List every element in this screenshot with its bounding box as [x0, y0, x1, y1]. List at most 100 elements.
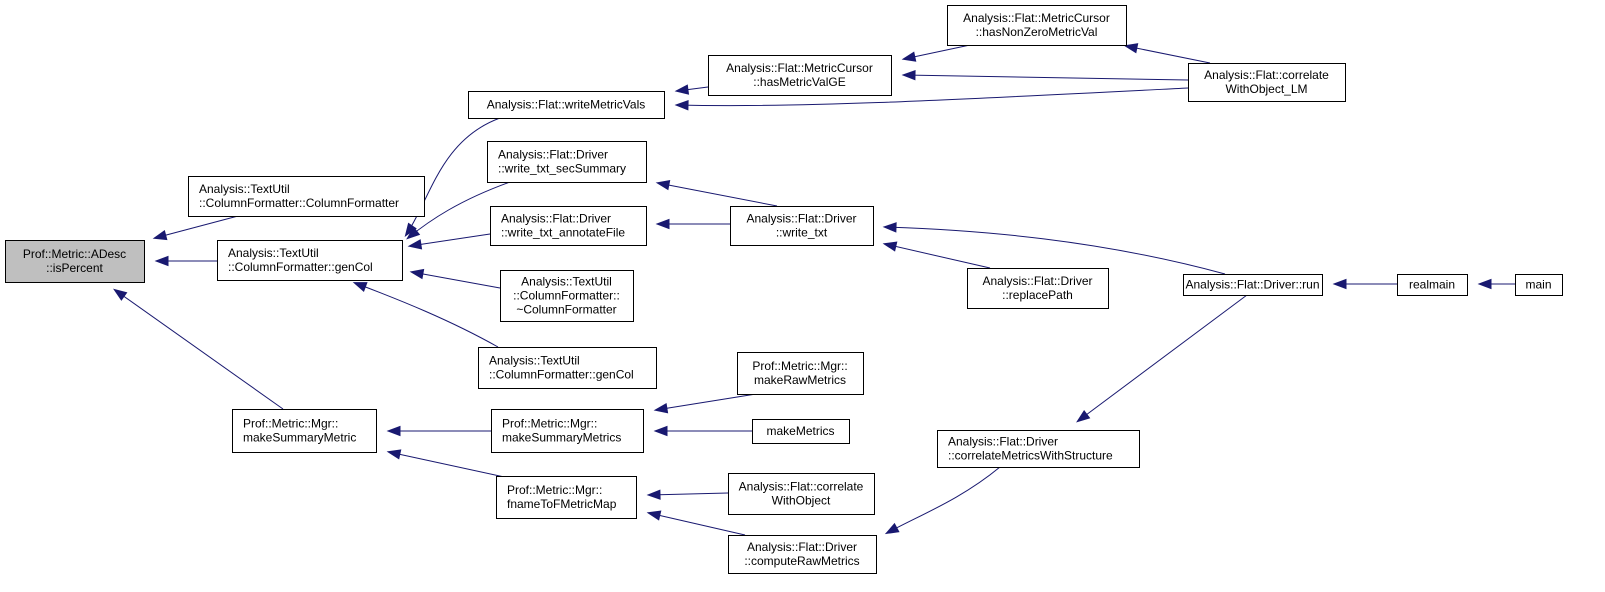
node-label: Analysis::Flat::Driver [501, 212, 611, 226]
node-label: Analysis::Flat::Driver [498, 148, 608, 162]
arrowhead-icon [406, 226, 421, 240]
arrowhead-icon [653, 403, 669, 414]
node-box [487, 141, 647, 183]
edge-correlateMetricsWithStructure-to-computeRawMetrics [884, 466, 1001, 535]
edge-run-to-writeTxt [882, 222, 1226, 275]
node-label: WithObject [772, 494, 831, 508]
edge-run-to-correlateMetricsWithStructure [1076, 294, 1248, 423]
node-replacePath[interactable]: Analysis::Flat::Driver::replacePath [967, 268, 1109, 309]
node-box [217, 240, 403, 281]
arrowhead-icon [884, 522, 900, 535]
node-makeSummaryMetric[interactable]: Prof::Metric::Mgr::makeSummaryMetric [232, 409, 377, 453]
node-makeSummaryMetrics[interactable]: Prof::Metric::Mgr::makeSummaryMetrics [491, 409, 644, 453]
node-genColB[interactable]: Analysis::TextUtil::ColumnFormatter::gen… [478, 347, 657, 389]
arrowhead-icon [655, 218, 670, 230]
edge-genColA-to-isPercent [154, 255, 217, 267]
arrowhead-icon [901, 69, 916, 81]
node-label: Analysis::Flat::correlate [739, 480, 864, 494]
node-label: ::write_txt_secSummary [498, 162, 626, 176]
node-cfDtor[interactable]: Analysis::TextUtil::ColumnFormatter::~Co… [500, 270, 634, 322]
edge-makeSummaryMetrics-to-makeSummaryMetric [386, 425, 491, 437]
edge-line [114, 289, 284, 410]
node-label: ::correlateMetricsWithStructure [948, 449, 1113, 463]
edge-annotateFile-to-genColA [407, 233, 491, 250]
node-box [1188, 63, 1346, 102]
node-computeRawMetrics[interactable]: Analysis::Flat::Driver::computeRawMetric… [728, 535, 877, 574]
edge-line [903, 74, 1189, 81]
edge-line [655, 393, 757, 411]
node-box [967, 268, 1109, 309]
edge-line [648, 512, 746, 536]
node-hasNonZeroMetricVal[interactable]: Analysis::Flat::MetricCursor::hasNonZero… [947, 5, 1127, 46]
edge-makeRawMetrics-to-makeSummaryMetrics [653, 393, 757, 414]
edge-line [405, 117, 501, 236]
node-label: Prof::Metric::Mgr:: [507, 483, 602, 497]
node-label: Analysis::Flat::writeMetricVals [487, 98, 645, 112]
node-label: ::ColumnFormatter::genCol [228, 260, 373, 274]
node-label: Prof::Metric::ADesc [23, 247, 126, 261]
edge-line [884, 226, 1226, 275]
node-label: ::ColumnFormatter:: [513, 289, 620, 303]
edge-cfDtor-to-genColA [409, 268, 501, 289]
node-cfCtor[interactable]: Analysis::TextUtil::ColumnFormatter::Col… [188, 176, 425, 217]
arrowhead-icon [407, 239, 423, 250]
edge-line [354, 282, 499, 348]
node-label: Analysis::Flat::correlate [1204, 68, 1329, 82]
edge-correlateWithObject_LM-to-hasNonZeroMetricVal [1123, 43, 1211, 64]
arrowhead-icon [386, 449, 402, 460]
node-correlateMetricsWithStructure[interactable]: Analysis::Flat::Driver::correlateMetrics… [937, 430, 1140, 468]
node-box [1183, 274, 1323, 296]
node-label: Analysis::Flat::Driver [747, 540, 857, 554]
node-secSummary[interactable]: Analysis::Flat::Driver::write_txt_secSum… [487, 141, 647, 183]
node-box [500, 270, 634, 322]
edges-layer [113, 43, 1515, 536]
node-box [730, 206, 874, 246]
node-run[interactable]: Analysis::Flat::Driver::run [1183, 274, 1323, 296]
edge-cfCtor-to-isPercent [152, 215, 239, 241]
node-box [937, 430, 1140, 468]
node-label: ::hasMetricValGE [753, 75, 845, 89]
node-box [491, 409, 644, 453]
node-writeMetricVals[interactable]: Analysis::Flat::writeMetricVals [468, 91, 665, 119]
node-label: Prof::Metric::Mgr:: [752, 359, 847, 373]
arrowhead-icon [152, 230, 168, 241]
node-writeTxt[interactable]: Analysis::Flat::Driver::write_txt [730, 206, 874, 246]
edge-line [411, 271, 501, 289]
node-makeRawMetrics[interactable]: Prof::Metric::Mgr::makeRawMetrics [737, 352, 864, 395]
edge-replacePath-to-writeTxt [882, 241, 991, 269]
node-fnameToFMetricMap[interactable]: Prof::Metric::Mgr::fnameToFMetricMap [496, 476, 637, 519]
node-box [752, 419, 850, 444]
node-label: Analysis::TextUtil [199, 182, 290, 196]
node-label: Analysis::TextUtil [489, 354, 580, 368]
node-hasMetricValGE[interactable]: Analysis::Flat::MetricCursor::hasMetricV… [708, 55, 892, 96]
arrowhead-icon [901, 51, 917, 62]
edge-correlateWithObject_LM-to-writeMetricVals [674, 87, 1189, 111]
node-label: Prof::Metric::Mgr:: [243, 417, 338, 431]
node-box [468, 91, 665, 119]
arrowhead-icon [1076, 409, 1091, 423]
edge-line [676, 87, 1189, 107]
node-label: makeSummaryMetrics [502, 431, 621, 445]
node-isPercent[interactable]: Prof::Metric::ADesc::isPercent [5, 240, 145, 283]
node-label: Prof::Metric::Mgr:: [502, 417, 597, 431]
node-makeMetrics[interactable]: makeMetrics [752, 419, 850, 444]
edge-makeSummaryMetric-to-isPercent [113, 288, 284, 410]
node-label: Analysis::Flat::MetricCursor [726, 61, 873, 75]
edge-line [1077, 294, 1248, 422]
arrowhead-icon [409, 268, 425, 280]
node-box [478, 347, 657, 389]
edge-line [388, 451, 510, 479]
node-annotateFile[interactable]: Analysis::Flat::Driver::write_txt_annota… [490, 206, 647, 246]
edge-correlateWithObject_LM-to-hasMetricValGE [901, 69, 1189, 81]
edge-main-to-realmain [1477, 278, 1515, 290]
node-realmain[interactable]: realmain [1397, 274, 1468, 296]
arrowhead-icon [655, 180, 671, 191]
node-box [1515, 274, 1563, 296]
node-main[interactable]: main [1515, 274, 1563, 296]
node-label: realmain [1409, 278, 1455, 292]
edge-secSummary-to-genColA [406, 181, 511, 240]
node-genColA[interactable]: Analysis::TextUtil::ColumnFormatter::gen… [217, 240, 403, 281]
